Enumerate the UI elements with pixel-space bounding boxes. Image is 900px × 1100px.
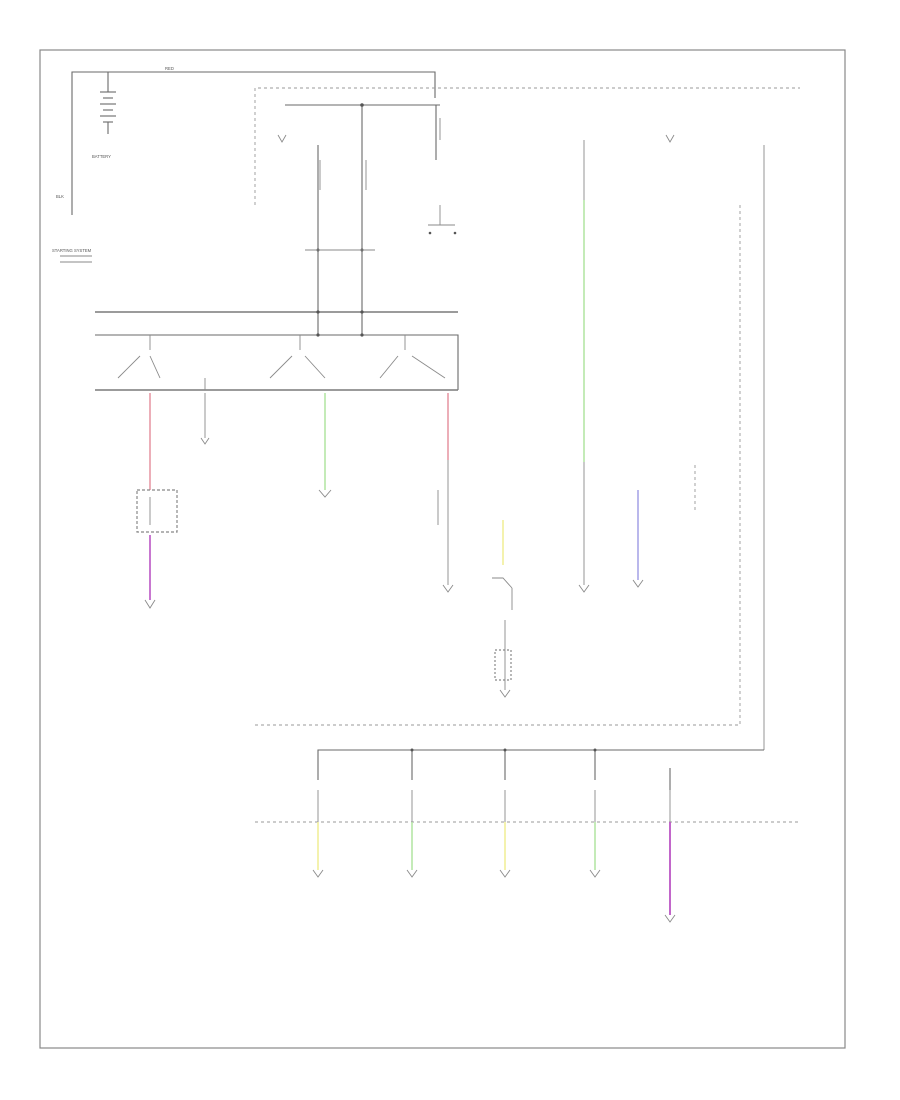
bottom-distribution [255,748,800,923]
battery-section: BATTERY RED BLK STARTING SYSTEM [52,66,436,263]
relay-box [136,489,178,533]
right-green-branch [578,140,741,725]
yellow-branch [492,520,513,698]
left-branch [136,393,210,609]
battery-wire-label: RED [165,66,174,71]
fuse-bus-top [277,103,675,335]
middle-green-branch [318,393,332,498]
diagram-frame [39,49,846,1049]
right-red-branch [437,393,454,593]
battery-label: BATTERY [92,154,111,159]
battery-symbol [100,91,116,134]
ignition-switch-block [95,310,459,391]
starting-system-label: STARTING SYSTEM [52,248,92,253]
ground-wire-label: BLK [56,194,64,199]
